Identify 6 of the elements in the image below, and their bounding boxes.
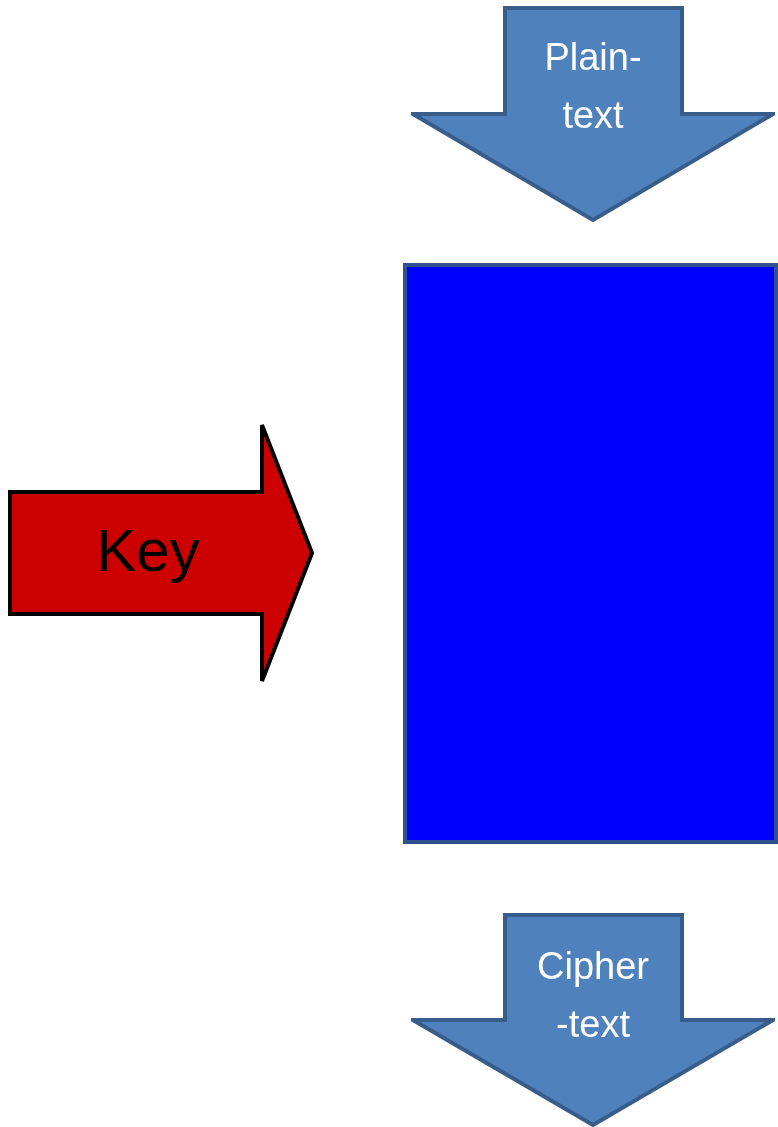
arrow-label: Cipher -text [536, 944, 650, 1047]
arrow-label: Key [95, 516, 201, 586]
down-block-arrow [411, 6, 775, 222]
down-block-arrow [411, 913, 775, 1127]
arrow-label: Plain- text [543, 35, 643, 138]
encryption-box [403, 263, 778, 844]
